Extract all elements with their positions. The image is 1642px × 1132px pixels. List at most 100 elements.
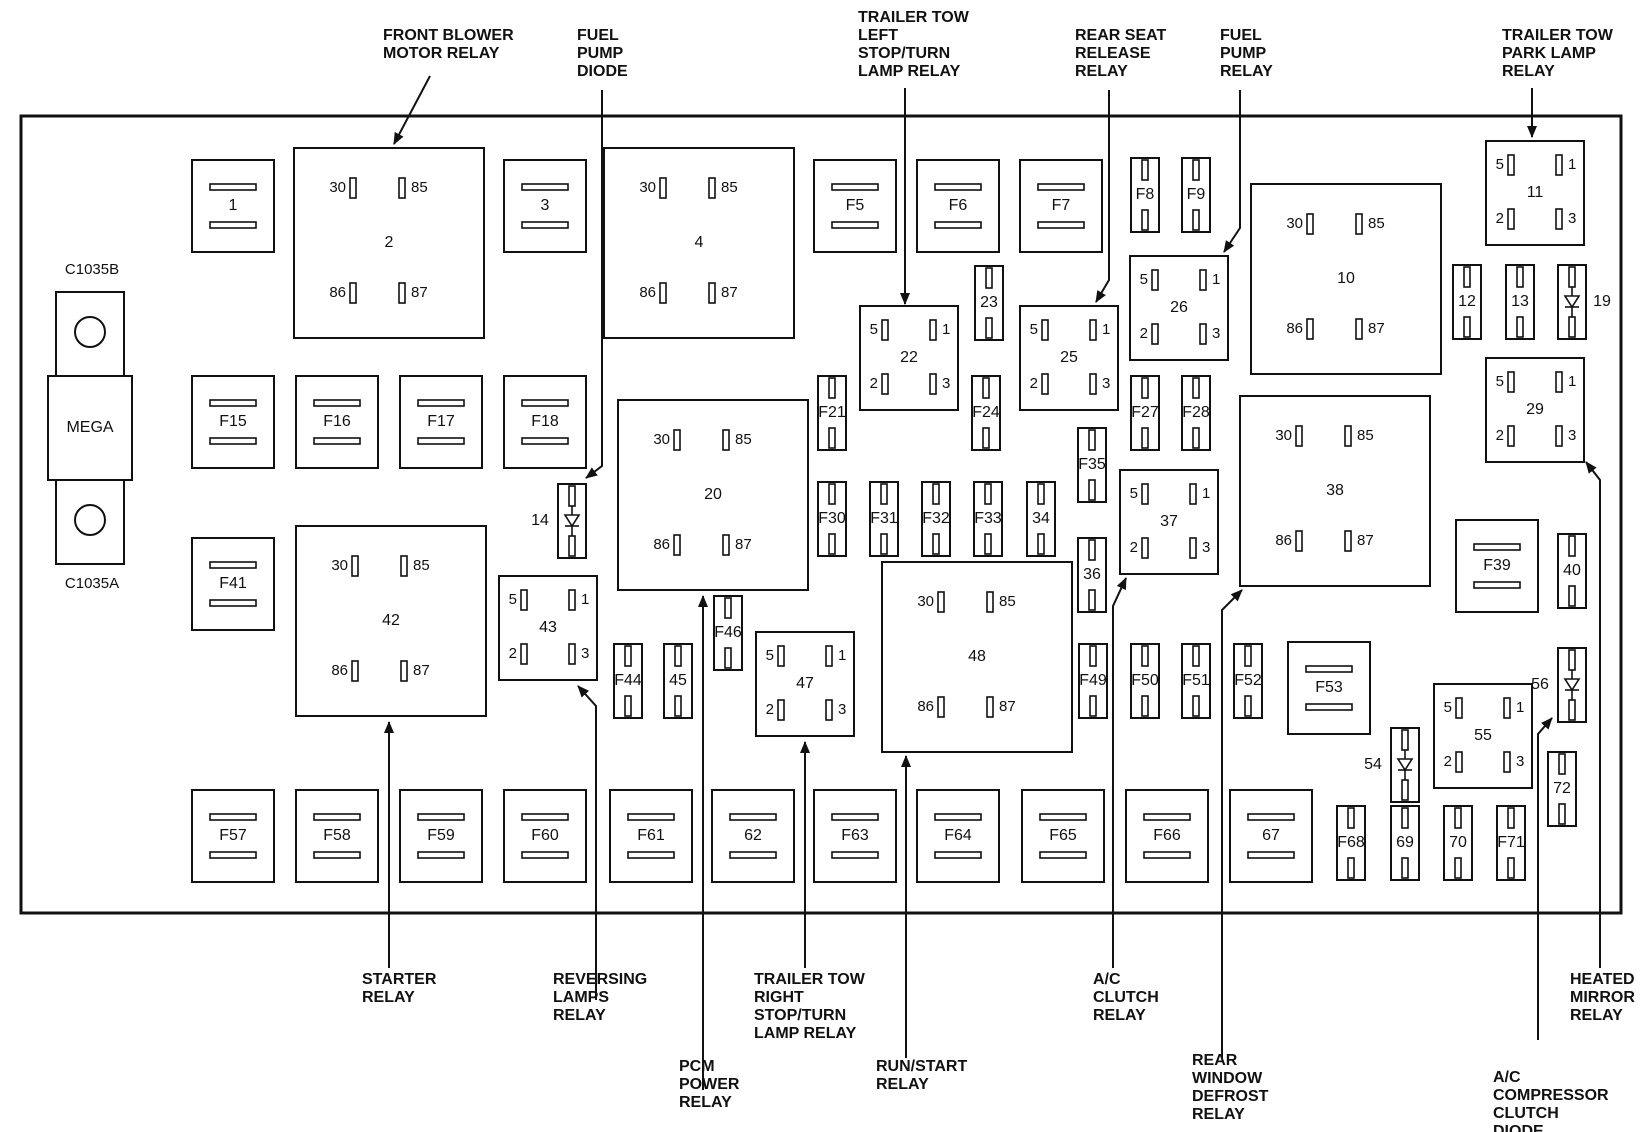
terminal-slot (351, 555, 359, 577)
terminal-slot (624, 695, 632, 717)
callout-trailer-tow-right-stop-turn-lamp-relay-line: RIGHT (754, 989, 804, 1006)
terminal-slot (729, 813, 777, 821)
terminal-slot (1192, 209, 1200, 231)
terminal-slot (209, 561, 257, 569)
maxi-fuse-F39 (1455, 519, 1539, 613)
maxi-fuse-label: F58 (323, 827, 351, 844)
relay-pin-label: 5 (766, 647, 774, 664)
terminal-slot (1189, 537, 1197, 559)
terminal-slot (417, 437, 465, 445)
terminal-slot (1088, 479, 1096, 501)
callout-rear-window-defrost-relay-line: RELAY (1192, 1106, 1245, 1123)
callout-leader-fuel-pump-relay (1223, 90, 1241, 253)
relay-pin-label: 5 (1130, 485, 1138, 502)
callout-trailer-tow-left-stop-turn-lamp-relay-line: LEFT (858, 27, 898, 44)
maxi-fuse-F63 (813, 789, 897, 883)
relay-pin-label: 2 (766, 701, 774, 718)
iso-relay-20 (617, 399, 809, 591)
diode-label: 54 (1364, 756, 1382, 773)
micro-relay-label: 55 (1474, 727, 1492, 744)
iso-relay-10 (1250, 183, 1442, 375)
mini-fuse-label: F30 (818, 510, 846, 527)
relay-pin-label: 3 (1212, 325, 1220, 342)
maxi-fuse-F6 (916, 159, 1000, 253)
terminal-slot (1192, 645, 1200, 667)
callout-fuel-pump-relay-line: RELAY (1220, 63, 1273, 80)
micro-relay-29 (1485, 357, 1585, 463)
terminal-slot (929, 373, 937, 395)
callout-front-blower-motor-relay-line: FRONT BLOWER (383, 27, 514, 44)
terminal-slot (937, 591, 945, 613)
terminal-slot (722, 429, 730, 451)
terminal-slot (1568, 266, 1576, 288)
relay-pin-label: 86 (917, 698, 934, 715)
terminal-slot (209, 437, 257, 445)
connector-label-top: C1035B (65, 261, 119, 278)
maxi-fuse-label: F66 (1153, 827, 1181, 844)
mini-fuse-label: F52 (1234, 672, 1262, 689)
terminal-slot (1037, 221, 1085, 229)
relay-pin-label: 2 (870, 375, 878, 392)
callout-rear-window-defrost-relay-line: WINDOW (1192, 1070, 1263, 1087)
relay-pin-label: 3 (1102, 375, 1110, 392)
relay-pin-label: 3 (581, 645, 589, 662)
callout-run-start-relay-line: RUN/START (876, 1058, 967, 1075)
terminal-slot (1507, 154, 1515, 176)
terminal-slot (1199, 323, 1207, 345)
callout-ac-compressor-clutch-diode-line: CLUTCH (1493, 1105, 1559, 1122)
terminal-slot (934, 221, 982, 229)
mini-fuse-label: F71 (1497, 834, 1525, 851)
terminal-slot (568, 589, 576, 611)
maxi-fuse-F53 (1287, 641, 1371, 735)
terminal-slot (1192, 427, 1200, 449)
relay-pin-label: 87 (1357, 532, 1374, 549)
terminal-slot (1568, 649, 1576, 671)
terminal-slot (521, 399, 569, 407)
terminal-slot (932, 483, 940, 505)
iso-relay-42 (295, 525, 487, 717)
terminal-slot (982, 427, 990, 449)
terminal-slot (313, 399, 361, 407)
terminal-slot (1344, 425, 1352, 447)
diode-label: 56 (1531, 676, 1549, 693)
mini-fuse-label: F51 (1182, 672, 1210, 689)
callout-reversing-lamps-relay-line: REVERSING (553, 971, 647, 988)
relay-pin-label: 1 (1202, 485, 1210, 502)
relay-pin-label: 87 (999, 698, 1016, 715)
micro-relay-label: 37 (1160, 513, 1178, 530)
maxi-fuse-F7 (1019, 159, 1103, 253)
callout-pcm-power-relay-line: RELAY (679, 1094, 732, 1111)
relay-pin-label: 2 (1496, 210, 1504, 227)
callout-leader-reversing-lamps-relay (577, 685, 597, 1000)
terminal-slot (708, 177, 716, 199)
terminal-slot (828, 377, 836, 399)
terminal-slot (1473, 581, 1521, 589)
maxi-fuse-67 (1229, 789, 1313, 883)
callout-ac-clutch-relay-line: RELAY (1093, 1007, 1146, 1024)
relay-pin-label: 85 (735, 431, 752, 448)
terminal-slot (1568, 316, 1576, 338)
callout-leader-fuel-pump-diode (585, 90, 603, 479)
maxi-fuse-F65 (1021, 789, 1105, 883)
terminal-slot (880, 533, 888, 555)
relay-pin-label: 2 (1130, 539, 1138, 556)
terminal-slot (209, 813, 257, 821)
mini-fuse-label: F35 (1078, 456, 1106, 473)
maxi-fuse-label: 67 (1262, 827, 1280, 844)
relay-pin-label: 2 (1140, 325, 1148, 342)
iso-relay-label: 20 (704, 486, 722, 503)
relay-pin-label: 30 (917, 593, 934, 610)
terminal-slot (932, 533, 940, 555)
terminal-slot (1247, 813, 1295, 821)
terminal-slot (1244, 695, 1252, 717)
terminal-slot (417, 851, 465, 859)
relay-pin-label: 5 (870, 321, 878, 338)
callout-ac-compressor-clutch-diode-line: A/C (1493, 1069, 1521, 1086)
terminal-slot (985, 317, 993, 339)
relay-pin-label: 3 (1568, 427, 1576, 444)
callout-trailer-tow-park-lamp-relay-line: RELAY (1502, 63, 1555, 80)
terminal-slot (708, 282, 716, 304)
maxi-fuse-F60 (503, 789, 587, 883)
terminal-slot (1041, 319, 1049, 341)
